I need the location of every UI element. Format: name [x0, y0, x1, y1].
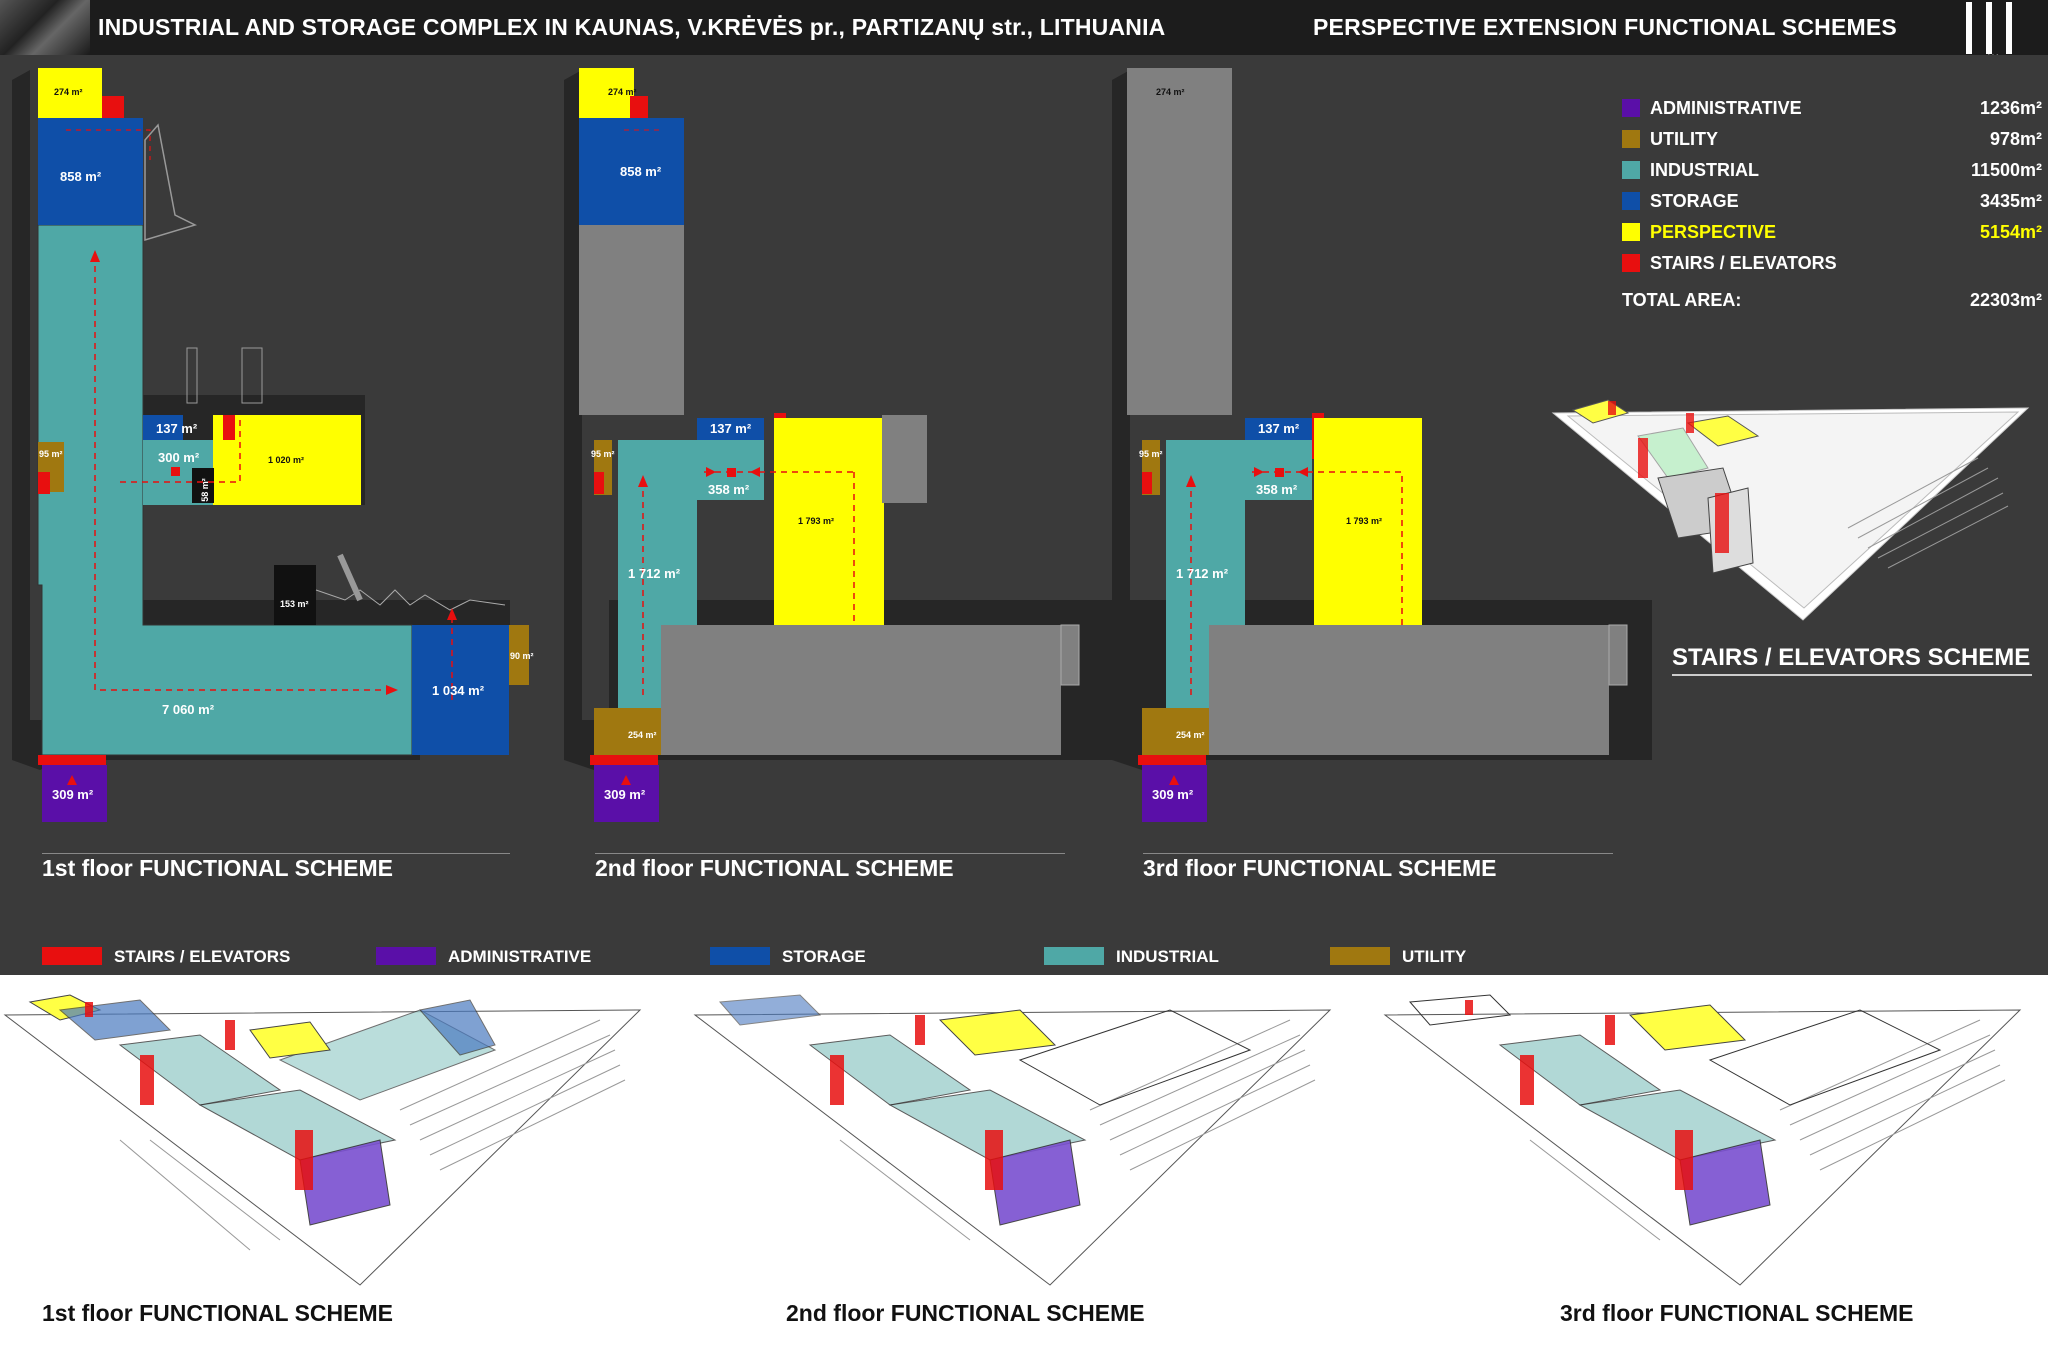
- bottom-legend-name: STAIRS / ELEVATORS: [114, 947, 291, 966]
- perspective-floor3: [1383, 994, 2022, 1286]
- floor2-label-858: 858 m²: [620, 164, 662, 179]
- sheet-subtitle: PERSPECTIVE EXTENSION FUNCTIONAL SCHEMES: [1313, 14, 1897, 40]
- floor1-label-7060: 7 060 m²: [162, 702, 215, 717]
- floor3-plan-drawing: [1112, 68, 1652, 822]
- floor2-label-358: 358 m²: [708, 482, 750, 497]
- legend-administrative: ADMINISTRATIVE 1236m²: [1622, 96, 2042, 124]
- legend-total-value: 22303m²: [1969, 290, 2042, 310]
- legend-swatch: [1622, 161, 1640, 179]
- legend-total: TOTAL AREA: 22303m²: [1622, 288, 2042, 316]
- legend-swatch: [1622, 254, 1640, 272]
- project-title: INDUSTRIAL AND STORAGE COMPLEX IN KAUNAS…: [98, 14, 1166, 40]
- floor3-plan: 274 m² 137 m² 358 m² 1 712 m² 1 793 m² 9…: [1102, 0, 1652, 890]
- floor2-label-274: 274 m²: [608, 87, 637, 97]
- floor1-label-95: 95 m²: [39, 449, 63, 459]
- legend-value: 11500m²: [1970, 160, 2042, 180]
- floor2-plan-drawing: [564, 68, 1194, 822]
- perspective-floor2-caption: 2nd floor FUNCTIONAL SCHEME: [786, 1300, 1145, 1326]
- floor2-caption-rule: [595, 853, 1065, 854]
- floor1-caption-rule: [42, 853, 510, 854]
- floor1-label-1020: 1 020 m²: [268, 455, 305, 465]
- floor1-label-300: 300 m²: [158, 450, 200, 465]
- legend-stairs: STAIRS / ELEVATORS: [1622, 251, 2042, 279]
- floor2-label-254: 254 m²: [628, 730, 657, 740]
- floor3-label-254: 254 m²: [1176, 730, 1205, 740]
- floor2-label-1712: 1 712 m²: [628, 566, 681, 581]
- stairs-scheme-title: STAIRS / ELEVATORS SCHEME: [1672, 644, 2031, 671]
- floor1-caption: 1st floor FUNCTIONAL SCHEME: [42, 855, 393, 881]
- bottom-legend-name: STORAGE: [782, 947, 866, 966]
- legend-name: INDUSTRIAL: [1650, 160, 1759, 180]
- floor3-label-358: 358 m²: [1256, 482, 1298, 497]
- bottom-legend-swatch: [710, 947, 770, 965]
- perspective-floor1-caption: 1st floor FUNCTIONAL SCHEME: [42, 1300, 393, 1326]
- bottom-legend-swatch: [1330, 947, 1390, 965]
- floor2-label-95: 95 m²: [591, 449, 615, 459]
- legend-name: STORAGE: [1650, 191, 1739, 211]
- floor3-caption-rule: [1143, 853, 1613, 854]
- floor3-label-274: 274 m²: [1156, 87, 1185, 97]
- legend-perspective: PERSPECTIVE 5154m²: [1622, 220, 2042, 248]
- legend-value: 3435m²: [1979, 191, 2042, 211]
- stairs-scheme-rule: [1672, 674, 2032, 676]
- floor2-label-137: 137 m²: [710, 421, 752, 436]
- stairs-scheme-axonometric: [1551, 399, 2030, 621]
- legend-swatch: [1622, 130, 1640, 148]
- floor1-label-137: 137 m²: [156, 421, 198, 436]
- legend-swatch: [1622, 99, 1640, 117]
- floor2-caption: 2nd floor FUNCTIONAL SCHEME: [595, 855, 954, 881]
- floor3-label-137: 137 m²: [1258, 421, 1300, 436]
- perspective-floor3-caption: 3rd floor FUNCTIONAL SCHEME: [1560, 1300, 1914, 1326]
- legend-value: 5154m²: [1979, 222, 2042, 242]
- floor2-label-309: 309 m²: [604, 787, 646, 802]
- legend-storage: STORAGE 3435m²: [1622, 189, 2042, 217]
- floor3-label-309: 309 m²: [1152, 787, 1194, 802]
- floor3-label-1712: 1 712 m²: [1176, 566, 1229, 581]
- floor1-label-309: 309 m²: [52, 787, 94, 802]
- legend-name: UTILITY: [1650, 129, 1718, 149]
- bottom-legend-name: INDUSTRIAL: [1116, 947, 1219, 966]
- bottom-legend-swatch: [376, 947, 436, 965]
- legend-value: 978m²: [1989, 129, 2042, 149]
- bottom-legend-swatch: [42, 947, 102, 965]
- floor1-label-1034: 1 034 m²: [432, 683, 485, 698]
- floor1-label-90: 90 m²: [510, 651, 534, 661]
- floor2-label-1793: 1 793 m²: [798, 516, 835, 526]
- bottom-legend-name: UTILITY: [1402, 947, 1467, 966]
- legend-name: PERSPECTIVE: [1650, 222, 1777, 242]
- perspective-floor1: [3, 994, 642, 1286]
- floor3-label-95: 95 m²: [1139, 449, 1163, 459]
- floor1-plan: 274 m² 858 m² 7 060 m² 137 m² 300 m² 1 0…: [0, 0, 560, 890]
- legend-swatch: [1622, 192, 1640, 210]
- bottom-legend-swatch: [1044, 947, 1104, 965]
- floor1-label-858: 858 m²: [60, 169, 102, 184]
- legend-swatch: [1622, 223, 1640, 241]
- bottom-legend-name: ADMINISTRATIVE: [448, 947, 592, 966]
- floor2-plan: 274 m² 858 m² 137 m² 358 m² 1 712 m² 1 7…: [554, 0, 1194, 890]
- header-bar: INDUSTRIAL AND STORAGE COMPLEX IN KAUNAS…: [0, 0, 2048, 65]
- floor3-caption: 3rd floor FUNCTIONAL SCHEME: [1143, 855, 1497, 881]
- legend-value: 1236m²: [1979, 98, 2042, 118]
- floor1-plan-drawing: [12, 68, 529, 822]
- legend-utility: UTILITY 978m²: [1622, 127, 2042, 155]
- header-photo-thumbnail: [0, 0, 90, 55]
- floor1-label-274: 274 m²: [54, 87, 83, 97]
- legend-name: STAIRS / ELEVATORS: [1650, 253, 1837, 273]
- perspective-floor2: [693, 994, 1332, 1286]
- floor3-label-1793: 1 793 m²: [1346, 516, 1383, 526]
- legend-total-label: TOTAL AREA:: [1622, 290, 1742, 310]
- legend-name: ADMINISTRATIVE: [1650, 98, 1802, 118]
- floor1-label-153: 153 m²: [280, 599, 309, 609]
- floor1-label-58: 58 m²: [199, 478, 210, 502]
- legend-industrial: INDUSTRIAL 11500m²: [1622, 158, 2042, 186]
